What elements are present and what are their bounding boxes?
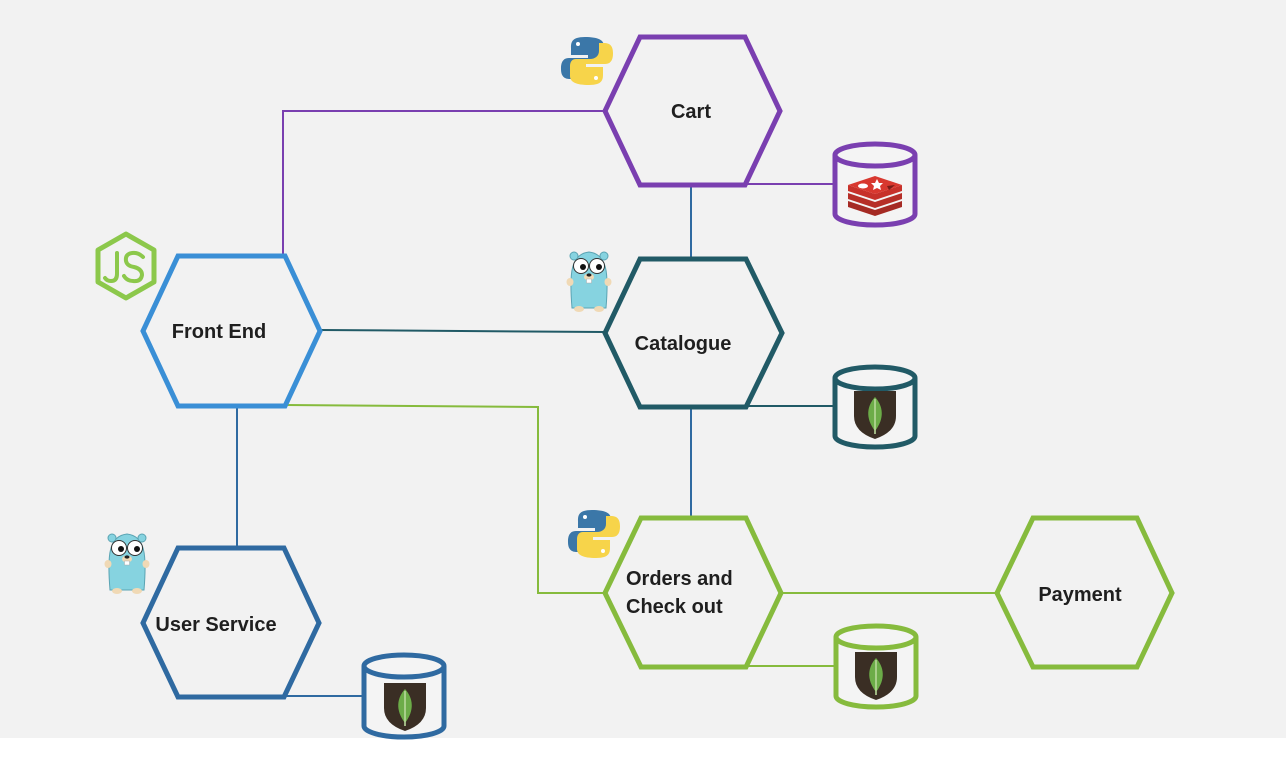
line-frontend-catalogue <box>319 329 606 333</box>
payment-label: Payment <box>1038 584 1122 606</box>
user-service-label: User Service <box>155 614 276 636</box>
payment-service: Payment <box>994 515 1175 670</box>
cart-service: Cart <box>602 34 783 188</box>
user-service: User Service <box>140 545 322 700</box>
line-frontend-orders <box>285 404 605 594</box>
connector-lines <box>236 110 997 697</box>
orders-hexagon <box>602 515 784 670</box>
catalogue-mongodb <box>832 364 918 450</box>
front-end-label: Front End <box>172 321 266 343</box>
user-db-top <box>361 652 447 680</box>
redis-icon <box>848 176 902 216</box>
front-end-service: Front End <box>140 253 323 409</box>
nodejs-logo-icon <box>95 231 157 301</box>
redis-db-top <box>832 141 918 169</box>
orders-label-line1: Orders and <box>626 568 733 590</box>
payment-hexagon <box>994 515 1175 670</box>
catalogue-db-top <box>832 364 918 392</box>
catalogue-label: Catalogue <box>635 333 732 355</box>
catalogue-service: Catalogue <box>602 256 785 410</box>
orders-label-line2: Check out <box>626 596 723 618</box>
cart-label: Cart <box>671 101 711 123</box>
redis-database <box>832 141 918 228</box>
orders-service: Orders and Check out <box>602 515 784 670</box>
cart-hexagon <box>602 34 783 188</box>
user-service-hexagon <box>140 545 322 700</box>
user-service-mongodb <box>361 652 447 740</box>
line-frontend-cart <box>282 110 605 256</box>
orders-mongodb <box>833 623 919 710</box>
front-end-hexagon <box>140 253 323 409</box>
orders-db-top <box>833 623 919 651</box>
catalogue-hexagon <box>602 256 785 410</box>
